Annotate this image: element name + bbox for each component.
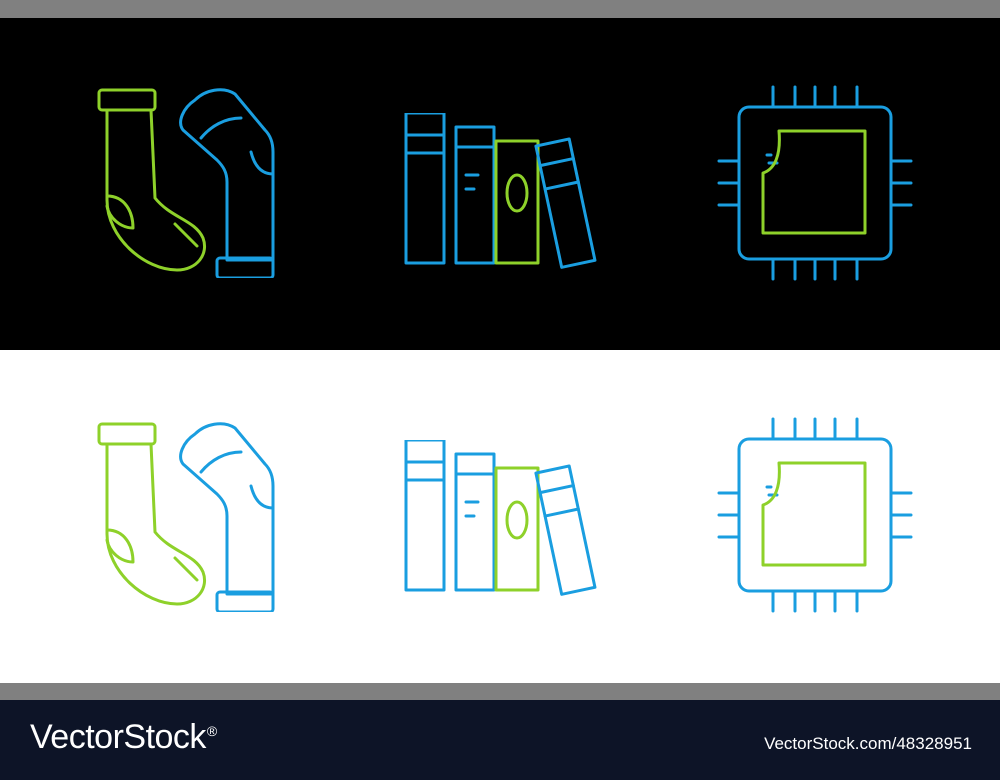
registered-mark: ® — [206, 722, 217, 739]
image-id-label: VectorStock.com/48328951 — [764, 734, 972, 753]
light-icon-panel — [0, 350, 1000, 683]
socks-icon — [85, 412, 285, 612]
watermark-footer: VectorStock® VectorStock.com/48328951 — [0, 700, 1000, 780]
processor-icon — [715, 415, 915, 615]
socks-icon — [85, 78, 285, 278]
books-icon — [400, 440, 600, 640]
brand-name: VectorStock — [30, 718, 206, 756]
processor-icon — [715, 83, 915, 283]
bottom-gray-strip — [0, 683, 1000, 700]
dark-icon-panel — [0, 18, 1000, 350]
top-gray-strip — [0, 0, 1000, 18]
vectorstock-logo: VectorStock® — [30, 718, 217, 757]
books-icon — [400, 113, 600, 313]
